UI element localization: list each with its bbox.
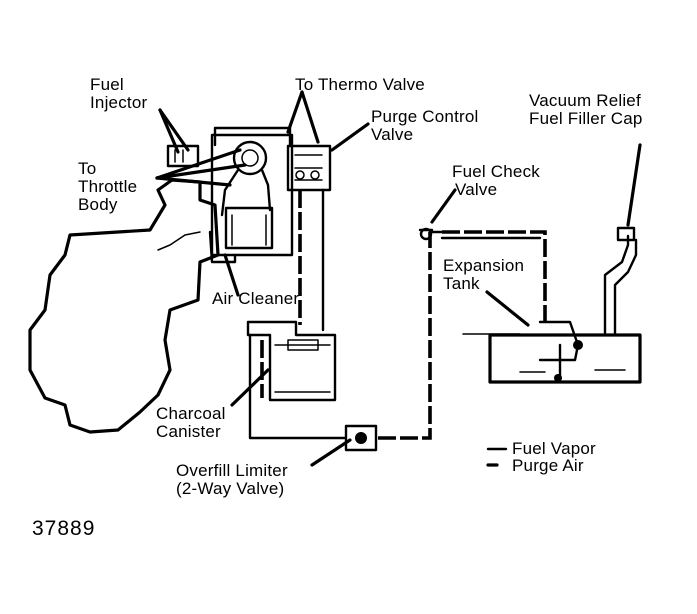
label-to-throttle-body: To Throttle Body [78,159,138,214]
air-cleaner [208,133,294,264]
fuel-check-valve [418,227,434,241]
label-fuel-check-valve: Fuel Check Valve [452,162,540,199]
label-air-cleaner: Air Cleaner [212,289,300,308]
label-to-thermo-valve: To Thermo Valve [295,75,425,94]
legend-purge-air: Purge Air [512,456,584,475]
overfill-limiter [344,424,378,452]
legend-marks [486,447,508,467]
legend-fuel-vapor: Fuel Vapor [512,439,596,458]
purge-control-valve [286,144,332,192]
charcoal-canister [246,320,337,402]
label-charcoal-canister: Charcoal Canister [156,404,226,441]
figure-code: 37889 [32,517,96,540]
label-expansion-tank: Expansion Tank [443,256,525,293]
engine-outline [28,178,220,434]
label-overfill-limiter: Overfill Limiter (2-Way Valve) [176,461,288,498]
label-vacuum-relief-cap: Vacuum Relief Fuel Filler Cap [529,91,643,128]
fuel-tank [462,320,642,384]
filler-neck [603,226,638,335]
leader-arrows [155,90,642,467]
fuel-injector [166,144,200,168]
label-fuel-injector: Fuel Injector [90,75,148,112]
label-purge-control-valve: Purge Control Valve [371,107,479,144]
